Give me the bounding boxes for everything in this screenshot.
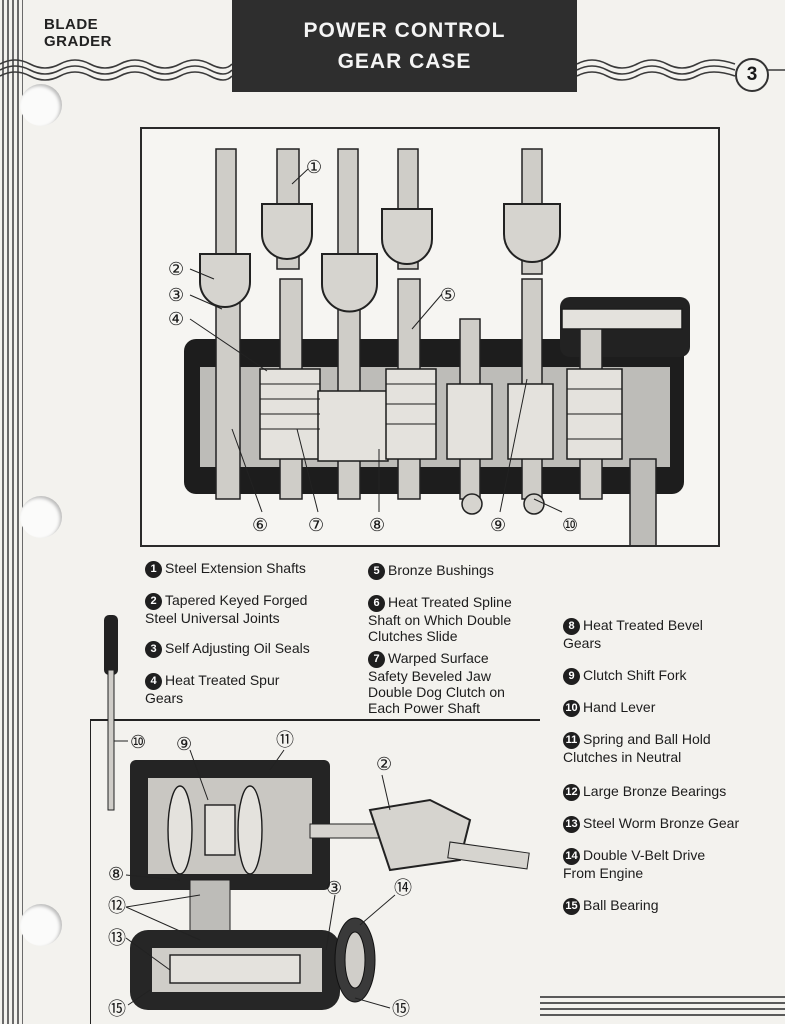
gear-case-side-section-figure: ⑩ ⑨ ⑪ ② ⑧ ⑫ ⑬ ③ ⑭ ⑮ ⑮ (90, 615, 540, 1024)
legend-number: 11 (563, 731, 580, 749)
legend-number: 8 (563, 617, 580, 635)
legend-text: Steel Worm Bronze Gear (583, 815, 740, 831)
legend-number: 2 (145, 592, 162, 610)
legend-text: Warped Surface Safety Beveled Jaw Double… (368, 650, 505, 716)
callout-2: ② (168, 259, 184, 279)
callout-8: ⑧ (369, 515, 385, 535)
legend-text: Heat Treated Spline Shaft on Which Doubl… (368, 594, 512, 644)
callout-3: ③ (168, 285, 184, 305)
punch-hole-middle (20, 496, 62, 538)
page-title-box: POWER CONTROL GEAR CASE (232, 0, 577, 92)
callout-8: ⑧ (108, 864, 124, 884)
legend-text: Hand Lever (583, 699, 656, 715)
legend-number: 12 (563, 783, 580, 801)
legend-text: Bronze Bushings (388, 562, 494, 578)
callout-7: ⑦ (308, 515, 324, 535)
callout-12: ⑫ (108, 896, 126, 916)
punch-hole-bottom (20, 904, 62, 946)
header-wave-ornament (0, 59, 785, 81)
gear-case-cutaway-figure: ① ② ③ ④ ⑤ ⑥ ⑦ ⑧ ⑨ ⑩ (140, 127, 720, 560)
legend-text: Large Bronze Bearings (583, 783, 727, 799)
gear-case-cutaway-illustration: ① ② ③ ④ ⑤ ⑥ ⑦ ⑧ ⑨ ⑩ (168, 148, 690, 560)
callout-4: ④ (168, 309, 184, 329)
callout-9: ⑨ (176, 734, 192, 754)
legend-number: 10 (563, 699, 580, 717)
legend-number: 6 (368, 594, 385, 612)
callout-13: ⑬ (108, 928, 126, 948)
legend-number: 1 (145, 560, 162, 578)
page-title-line1: POWER CONTROL (303, 19, 506, 42)
legend-number: 4 (145, 672, 162, 690)
callout-2: ② (376, 754, 392, 774)
callout-9: ⑨ (490, 515, 506, 535)
callout-6: ⑥ (252, 515, 268, 535)
legend-text: Self Adjusting Oil Seals (165, 640, 310, 656)
legend-text: Heat Treated Spur Gears (145, 672, 280, 706)
legend-number: 3 (145, 640, 162, 658)
legend-number: 15 (563, 897, 580, 915)
legend-number: 14 (563, 847, 580, 865)
callout-5: ⑤ (440, 285, 456, 305)
legend-text: Double V-Belt Drive From Engine (563, 847, 706, 881)
callout-15: ⑮ (108, 999, 126, 1019)
legend-text: Clutch Shift Fork (583, 667, 687, 683)
page-number-badge: 3 (735, 58, 769, 92)
callout-15: ⑮ (392, 999, 410, 1019)
legend-number: 13 (563, 815, 580, 833)
punch-hole-top (20, 84, 62, 126)
callout-10: ⑩ (130, 732, 146, 752)
callout-14: ⑭ (394, 878, 412, 898)
page-title-line2: GEAR CASE (337, 50, 472, 73)
legend-text: Ball Bearing (583, 897, 659, 913)
section-tag-line1: BLADE (44, 16, 99, 33)
legend-text: Steel Extension Shafts (165, 560, 306, 576)
callout-3: ③ (326, 878, 342, 898)
legend-text: Heat Treated Bevel Gears (563, 617, 703, 651)
legend-text: Tapered Keyed Forged Steel Universal Joi… (145, 592, 308, 626)
legend-text: Spring and Ball Hold Clutches in Neutral (563, 731, 711, 765)
legend-number: 5 (368, 562, 385, 580)
section-tag: BLADE GRADER (44, 16, 112, 50)
callout-10: ⑩ (562, 515, 578, 535)
callout-11: ⑪ (276, 730, 294, 750)
legend-number: 7 (368, 650, 385, 668)
legend-number: 9 (563, 667, 580, 685)
callout-1: ① (306, 157, 322, 177)
section-tag-line2: GRADER (44, 33, 113, 50)
